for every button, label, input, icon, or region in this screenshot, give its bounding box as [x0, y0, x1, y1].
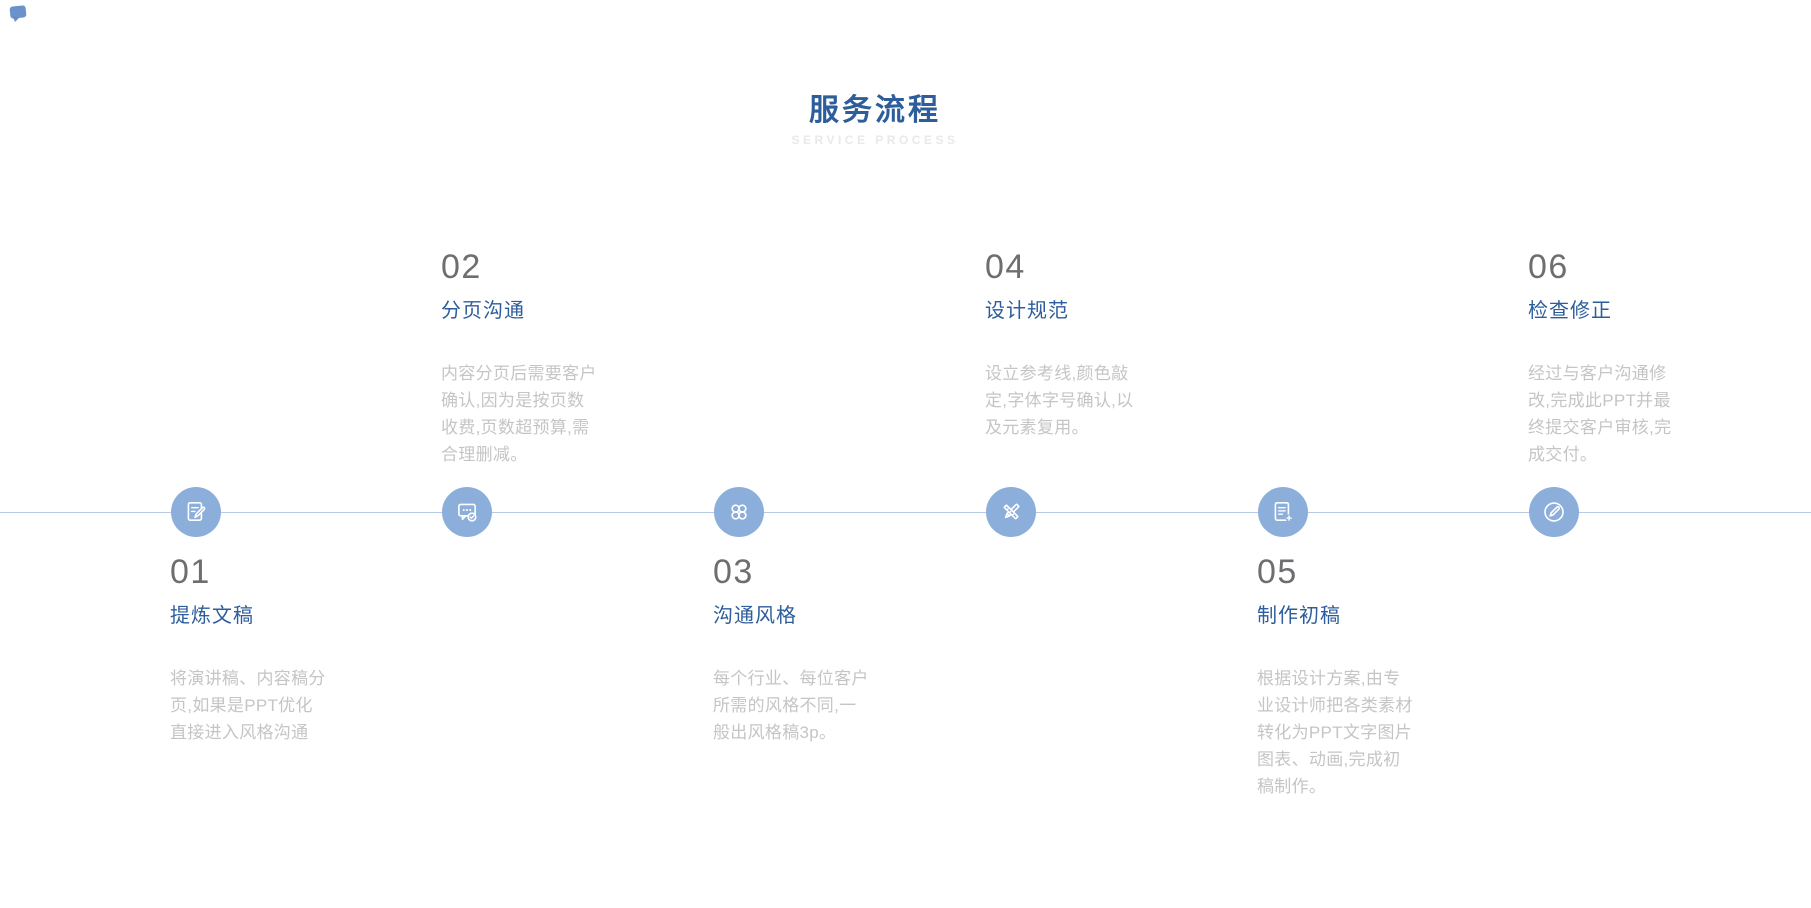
clover-icon — [731, 504, 747, 520]
step-06-node — [1529, 487, 1579, 537]
step-description: 根据设计方案,由专业设计师把各类素材转化为PPT文字图片图表、动画,完成初稿制作… — [1257, 669, 1413, 796]
step-title: 制作初稿 — [1257, 605, 1341, 627]
step-03: 03 沟通风格 每个行业、每位客户所需的风格不同,一般出风格稿3p。 — [713, 555, 893, 746]
document-plus-icon — [1274, 501, 1293, 522]
step-number: 05 — [1257, 553, 1298, 591]
step-04: 04 设计规范 设立参考线,颜色敲定,字体字号确认,以及元素复用。 — [985, 250, 1165, 441]
step-description: 每个行业、每位客户所需的风格不同,一般出风格稿3p。 — [713, 669, 869, 742]
header: 服务流程 SERVICE PROCESS — [575, 94, 1175, 147]
step-number: 01 — [170, 553, 211, 591]
step-01: 01 提炼文稿 将演讲稿、内容稿分页,如果是PPT优化直接进入风格沟通 — [170, 555, 350, 746]
step-number: 06 — [1528, 248, 1569, 286]
step-title: 提炼文稿 — [170, 605, 254, 627]
page-title: 服务流程 — [809, 94, 941, 127]
step-title: 检查修正 — [1528, 300, 1612, 322]
step-description: 内容分页后需要客户确认,因为是按页数收费,页数超预算,需合理删减。 — [441, 364, 597, 464]
step-title: 设计规范 — [985, 300, 1069, 322]
page-subtitle: SERVICE PROCESS — [791, 132, 959, 147]
step-03-node — [714, 487, 764, 537]
step-description: 设立参考线,颜色敲定,字体字号确认,以及元素复用。 — [985, 364, 1134, 437]
step-number: 04 — [985, 248, 1026, 286]
step-description: 将演讲稿、内容稿分页,如果是PPT优化直接进入风格沟通 — [170, 669, 326, 742]
step-number: 03 — [713, 553, 754, 591]
step-number: 02 — [441, 248, 482, 286]
step-title: 沟通风格 — [713, 605, 797, 627]
step-02-node — [442, 487, 492, 537]
step-04-node — [986, 487, 1036, 537]
step-02: 02 分页沟通 内容分页后需要客户确认,因为是按页数收费,页数超预算,需合理删减… — [441, 250, 621, 468]
step-title: 分页沟通 — [441, 300, 525, 322]
pencil-ruler-icon — [1003, 503, 1020, 520]
step-05-node — [1258, 487, 1308, 537]
edit-document-icon — [187, 501, 206, 521]
step-05: 05 制作初稿 根据设计方案,由专业设计师把各类素材转化为PPT文字图片图表、动… — [1257, 555, 1437, 800]
pencil-circle-icon — [1544, 502, 1564, 522]
corner-logo-icon — [8, 4, 30, 24]
timeline-line — [0, 512, 1811, 513]
step-01-node — [171, 487, 221, 537]
step-06: 06 检查修正 经过与客户沟通修改,完成此PPT并最终提交客户审核,完成交付。 — [1528, 250, 1708, 468]
chat-check-icon — [458, 503, 477, 522]
step-description: 经过与客户沟通修改,完成此PPT并最终提交客户审核,完成交付。 — [1528, 364, 1672, 464]
